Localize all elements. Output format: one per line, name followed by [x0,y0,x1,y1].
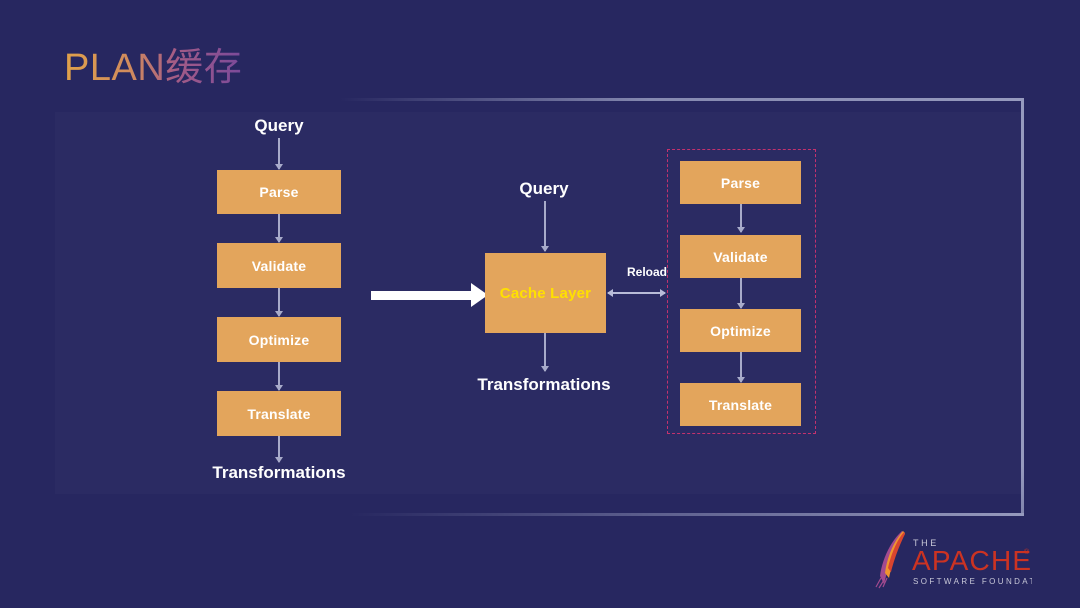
left-step-validate[interactable]: Validate [217,243,341,288]
logo-registered-mark: ® [1024,548,1030,556]
reload-arrow [607,289,666,297]
left-step-parse[interactable]: Parse [217,170,341,214]
logo-apache-text: APACHE [912,545,1032,576]
cache-layer-box[interactable]: Cache Layer [485,253,606,333]
left-connector-query-parse [275,138,283,170]
right-connector-parse-validate [737,204,745,233]
left-connector-translate-output [275,436,283,463]
right-step-parse[interactable]: Parse [680,161,801,204]
apache-software-foundation-logo: THE APACHE ® SOFTWARE FOUNDATION [872,528,1056,590]
right-step-translate[interactable]: Translate [680,383,801,426]
left-step-optimize[interactable]: Optimize [217,317,341,362]
cached-plan-group [667,149,816,434]
right-step-optimize[interactable]: Optimize [680,309,801,352]
frame-line-top [340,98,1024,101]
left-connector-validate-optimize [275,288,283,317]
feather-icon [875,531,905,589]
left-flow-input-label: Query [254,116,304,135]
middle-flow-input-label: Query [519,179,569,198]
logo-the-text: THE [913,538,939,548]
slide-title: PLAN缓存 [64,36,242,91]
reload-label: Reload [627,265,668,279]
left-connector-parse-validate [275,214,283,243]
left-connector-optimize-translate [275,362,283,391]
flow-transition-arrow [371,283,488,307]
right-connector-validate-optimize [737,278,745,309]
frame-line-bottom [350,513,1024,516]
middle-flow-output-label: Transformations [477,375,611,394]
middle-connector-cache-output [541,333,549,372]
middle-connector-query-cache [541,201,549,252]
left-step-translate[interactable]: Translate [217,391,341,436]
right-step-validate[interactable]: Validate [680,235,801,278]
frame-line-right [1021,98,1024,516]
left-flow-output-label: Transformations [212,463,346,482]
right-connector-optimize-translate [737,352,745,383]
logo-foundation-text: SOFTWARE FOUNDATION [913,577,1032,586]
